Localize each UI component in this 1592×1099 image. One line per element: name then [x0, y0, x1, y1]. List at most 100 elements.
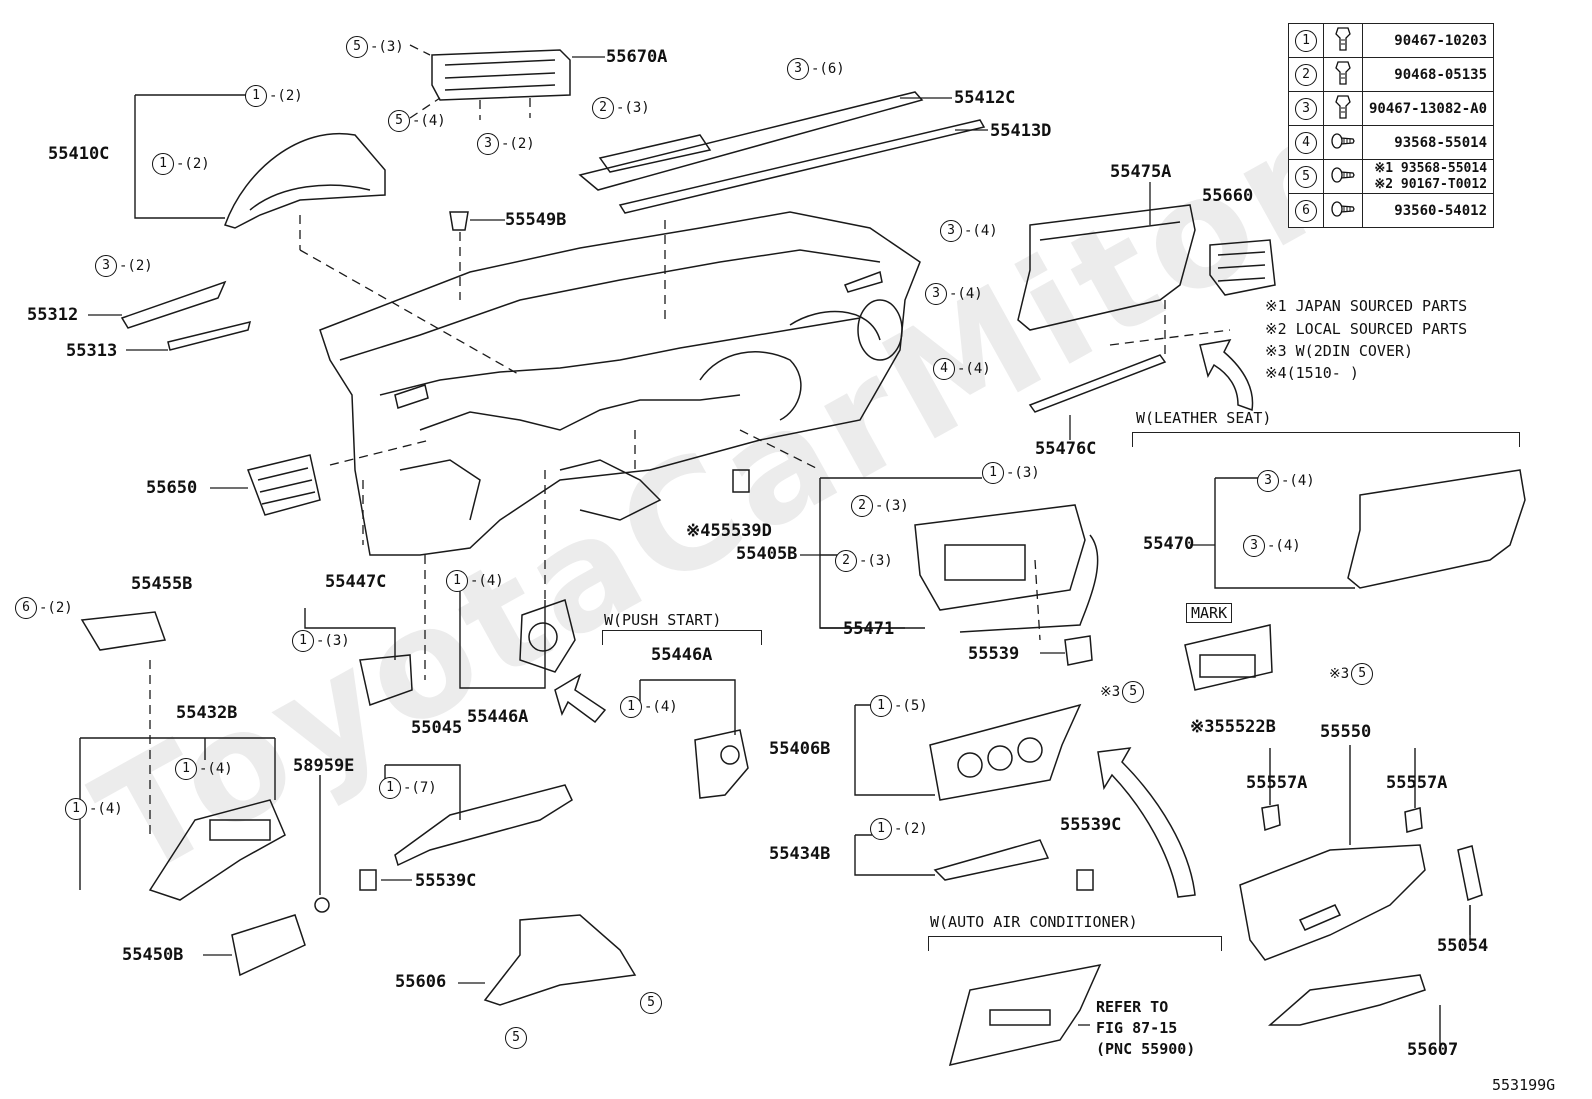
mark-label: MARK: [1186, 603, 1233, 623]
meter-hood-55410C: [224, 132, 386, 229]
callout-circle: 3: [95, 255, 117, 277]
callout-quantity: -(2): [269, 88, 303, 104]
part-label-55413D[interactable]: 55413D: [990, 121, 1052, 141]
callout-circle: 6: [15, 597, 37, 619]
clip-icon: [1323, 57, 1363, 92]
part-label-55475A[interactable]: 55475A: [1110, 162, 1172, 182]
callout-quantity: -(2): [176, 156, 210, 172]
callout-quantity: -(4): [470, 573, 504, 589]
part-label-55557A-r[interactable]: 55557A: [1386, 773, 1448, 793]
part-label-55406B[interactable]: 55406B: [769, 739, 831, 759]
callout-c17: 6-(2): [15, 597, 73, 619]
part-label-55412C[interactable]: 55412C: [954, 88, 1016, 108]
legend-part-number: ※1 93568-55014 ※2 90167-T0012: [1361, 159, 1495, 194]
note-4: ※4(1510- ): [1265, 364, 1359, 382]
part-label-58959E[interactable]: 58959E: [293, 756, 355, 776]
group-label-push-start: W(PUSH START): [604, 611, 722, 629]
callout-c05: 3-(6): [787, 58, 845, 80]
part-label-55410C[interactable]: 55410C: [48, 144, 110, 164]
part-label-55471[interactable]: 55471: [843, 619, 895, 639]
callout-c19: 1-(4): [446, 570, 504, 592]
duct-55606: [483, 914, 637, 1006]
callout-c29: 5: [505, 1027, 527, 1049]
part-label-55434B[interactable]: 55434B: [769, 844, 831, 864]
part-label-55650[interactable]: 55650: [146, 478, 198, 498]
part-label-55312[interactable]: 55312: [27, 305, 79, 325]
screw-icon: [1323, 193, 1363, 228]
refer-line-2: FIG 87-15: [1096, 1019, 1178, 1037]
callout-circle: 2: [835, 550, 857, 572]
callout-quantity: -(4): [1267, 538, 1301, 554]
callout-quantity: -(4): [644, 699, 678, 715]
callout-c13: 2-(3): [851, 495, 909, 517]
callout-c25: 1-(2): [870, 818, 928, 840]
part-label-55660[interactable]: 55660: [1202, 186, 1254, 206]
callout-quantity: -(2): [894, 821, 928, 837]
callout-circle: 2: [592, 97, 614, 119]
part-label-55539[interactable]: 55539: [968, 644, 1020, 664]
switch-55539D: [732, 469, 750, 493]
callout-circle: 3: [787, 58, 809, 80]
part-label-55405B[interactable]: 55405B: [736, 544, 798, 564]
legend-part-number: 90467-10203: [1361, 23, 1495, 58]
part-label-55447C[interactable]: 55447C: [325, 572, 387, 592]
part-label-55606[interactable]: 55606: [395, 972, 447, 992]
part-label-55522B[interactable]: ※355522B: [1190, 717, 1276, 737]
screw-icon: [1323, 159, 1363, 194]
part-label-55313[interactable]: 55313: [66, 341, 118, 361]
panel-55434B: [933, 839, 1050, 881]
part-label-55670A[interactable]: 55670A: [606, 47, 668, 67]
callout-quantity: -(4): [1281, 473, 1315, 489]
callout-c21: 1-(4): [175, 758, 233, 780]
refer-line-3: (PNC 55900): [1096, 1040, 1196, 1058]
part-label-55455B[interactable]: 55455B: [131, 574, 193, 594]
clip-55549B: [449, 211, 469, 231]
auto-ac-frame: [928, 936, 1222, 951]
part-label-55476C[interactable]: 55476C: [1035, 439, 1097, 459]
legend-part-number: 93560-54012: [1361, 193, 1495, 228]
part-label-55470[interactable]: 55470: [1143, 534, 1195, 554]
callout-circle: 3: [1257, 470, 1279, 492]
part-label-55450B[interactable]: 55450B: [122, 945, 184, 965]
callout-c20: 1-(4): [620, 696, 678, 718]
callout-quantity: -(6): [811, 61, 845, 77]
legend-part-number: 93568-55014: [1361, 125, 1495, 160]
push-start-frame: [602, 630, 762, 645]
legend-part-number: 90468-05135: [1361, 57, 1495, 92]
part-label-55446A-push[interactable]: 55446A: [651, 645, 713, 665]
callout-number: 6: [1295, 199, 1317, 222]
callout-circle: 2: [851, 495, 873, 517]
garnish-55412C: [578, 91, 924, 191]
legend-part-number: 90467-13082-A0: [1361, 91, 1495, 126]
part-label-55607[interactable]: 55607: [1407, 1040, 1459, 1060]
part-label-55557A[interactable]: 55557A: [1246, 773, 1308, 793]
part-label-55550[interactable]: 55550: [1320, 722, 1372, 742]
callout-quantity: -(2): [39, 600, 73, 616]
callout-quantity: -(3): [316, 633, 350, 649]
part-label-55539C[interactable]: 55539C: [415, 871, 477, 891]
part-label-55539D[interactable]: ※455539D: [686, 521, 772, 541]
refer-line-1: REFER TO: [1096, 998, 1169, 1016]
part-label-55539C-r[interactable]: 55539C: [1060, 815, 1122, 835]
callout-c12: 1-(3): [982, 462, 1040, 484]
part-label-55054[interactable]: 55054: [1437, 936, 1489, 956]
callout-circle: 5: [640, 992, 662, 1014]
direction-arrow: [554, 673, 607, 724]
part-label-55045[interactable]: 55045: [411, 718, 463, 738]
panel-55045: [394, 784, 573, 867]
part-label-55446A[interactable]: 55446A: [467, 707, 529, 727]
callout-c18: 1-(3): [292, 630, 350, 652]
callout-c09: 3-(4): [940, 220, 998, 242]
part-label-55432B[interactable]: 55432B: [176, 703, 238, 723]
damper-55054: [1457, 845, 1483, 901]
leather-seat-frame: [1132, 432, 1520, 447]
callout-c22: 1-(4): [65, 798, 123, 820]
clip-icon: [1323, 23, 1363, 58]
screw-icon: [1323, 125, 1363, 160]
part-label-55549B[interactable]: 55549B: [505, 210, 567, 230]
callout-circle: 3: [925, 283, 947, 305]
cover-55447C: [359, 654, 413, 706]
